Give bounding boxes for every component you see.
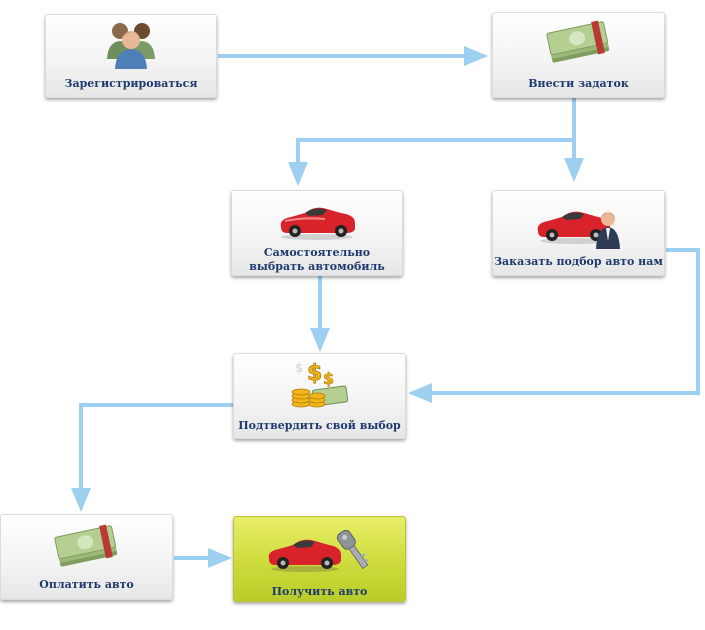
coins-dollar-icon: $ $ $	[291, 361, 348, 408]
red-car-icon	[280, 207, 355, 240]
step-choose-self-label-line1: Самостоятельно	[263, 246, 371, 259]
step-deposit: Внести задаток	[492, 12, 665, 98]
step-register-label: Зарегистрироваться	[64, 77, 198, 90]
step-pay-label: Оплатить авто	[39, 578, 134, 591]
step-receive: Получить авто	[233, 516, 406, 602]
users-icon	[107, 23, 155, 69]
step-order-selection: Заказать подбор авто нам	[492, 190, 665, 276]
car-with-manager-icon	[537, 211, 620, 249]
svg-text:$: $	[323, 369, 334, 388]
step-choose-self-label-line2: выбрать автомобиль	[249, 260, 385, 273]
step-choose-self: Самостоятельно выбрать автомобиль	[231, 190, 403, 276]
car-key-icon	[268, 529, 368, 572]
step-receive-label: Получить авто	[271, 585, 368, 598]
step-order-selection-label: Заказать подбор авто нам	[494, 255, 663, 268]
step-pay: Оплатить авто	[0, 514, 173, 600]
svg-text:$: $	[307, 361, 322, 386]
money-stack-icon	[545, 20, 609, 63]
step-confirm-label: Подтвердить свой выбор	[238, 419, 401, 432]
step-deposit-label: Внести задаток	[528, 77, 629, 90]
step-confirm: $ $ $ Подтвердить свой выбор	[233, 353, 406, 439]
arrow-confirm-to-pay	[71, 403, 235, 512]
money-stack-icon	[53, 524, 117, 567]
step-register: Зарегистрироваться	[45, 14, 217, 98]
svg-text:$: $	[295, 361, 303, 375]
arrow-order-to-confirm	[408, 248, 700, 403]
arrow-deposit-to-choose	[288, 138, 574, 186]
